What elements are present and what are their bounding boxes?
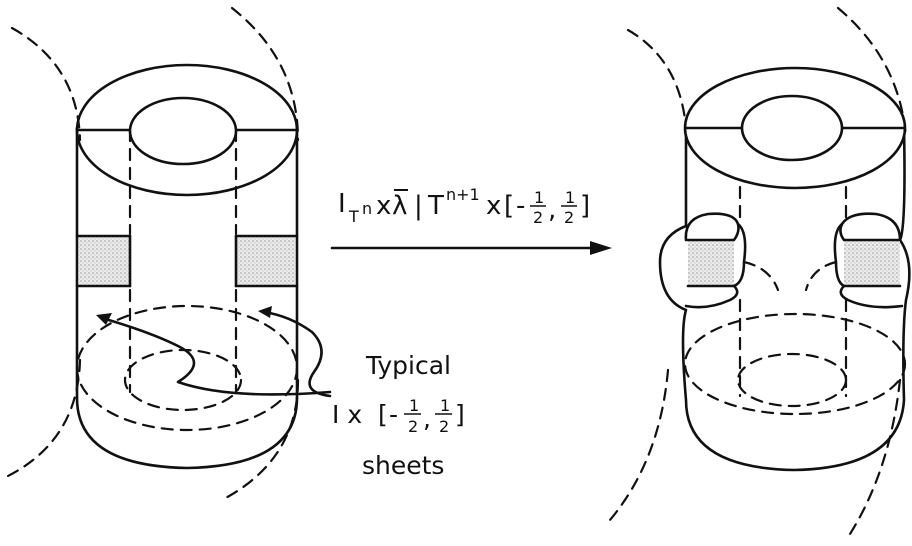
map-label-torus: T: [427, 191, 444, 221]
map-label-neg-sign: -: [516, 191, 525, 221]
left-top-hole-ellipse: [130, 98, 236, 164]
annotation-neg-den: 2: [408, 417, 418, 436]
right-inner-tube-dashed-curves: [744, 262, 836, 290]
map-label-neg-half-den: 2: [533, 208, 543, 227]
map-label-id: I: [338, 189, 346, 219]
map-label-times1: x: [376, 191, 391, 221]
map-arrow: [332, 241, 612, 255]
map-label-lambda: λ: [392, 191, 407, 221]
left-arrowhead-right: [258, 306, 272, 318]
map-label-comma: ,: [548, 195, 556, 225]
annotation-pos-num: 1: [440, 396, 450, 415]
map-label-neg-half-num: 1: [534, 188, 544, 207]
right-top-hole-ellipse: [742, 96, 842, 160]
map-arrowhead: [590, 241, 612, 255]
right-figure: [610, 8, 909, 534]
left-outer-dashed-arc-left: [8, 28, 80, 476]
left-bottom-dashed-ellipse: [77, 306, 297, 430]
annotation-typical: Typical: [365, 351, 451, 380]
map-label-pos-half-num: 1: [565, 188, 575, 207]
annotation-pos-den: 2: [439, 417, 449, 436]
right-bottom-dashed-ellipse: [685, 314, 905, 414]
map-label-torus-sup: n+1: [446, 185, 480, 204]
right-stipple-region-left: [688, 240, 734, 286]
annotation-sheets: sheets: [362, 451, 444, 480]
right-bottom-inner-dashed-ellipse: [738, 354, 846, 406]
map-label: I T n x λ | T n+1 x [ - 1 2 , 1 2 ]: [338, 185, 590, 227]
map-label-times2: x: [486, 191, 501, 221]
left-bottom-solid-arc: [77, 398, 297, 468]
left-inner-dashed-verticals: [130, 130, 236, 392]
right-stipple-region-right: [844, 240, 900, 286]
annotation-i-times: I x: [332, 400, 362, 429]
map-label-interval-open: [: [504, 191, 514, 221]
left-stipple-region-right: [236, 236, 295, 286]
right-handle-left-neck: [734, 224, 745, 286]
map-label-interval-close: ]: [580, 191, 590, 221]
annotation-neg-num: 1: [409, 396, 419, 415]
annotation-close: ]: [455, 400, 465, 429]
map-label-pos-half-den: 2: [564, 208, 574, 227]
annotation-comma: ,: [423, 404, 431, 433]
right-outer-dashed-arc-left: [610, 30, 686, 520]
left-stipple-region-left: [79, 236, 130, 286]
annotation-neg-sign: -: [389, 400, 398, 429]
annotation-open: [: [378, 400, 388, 429]
sheets-annotation: Typical I x [ - 1 2 , 1 2 ] sheets: [332, 351, 465, 480]
left-figure: [8, 8, 330, 500]
map-label-restrict-bar: |: [414, 191, 423, 221]
map-label-id-sub: T: [348, 207, 359, 226]
map-label-id-sup: n: [362, 199, 372, 218]
